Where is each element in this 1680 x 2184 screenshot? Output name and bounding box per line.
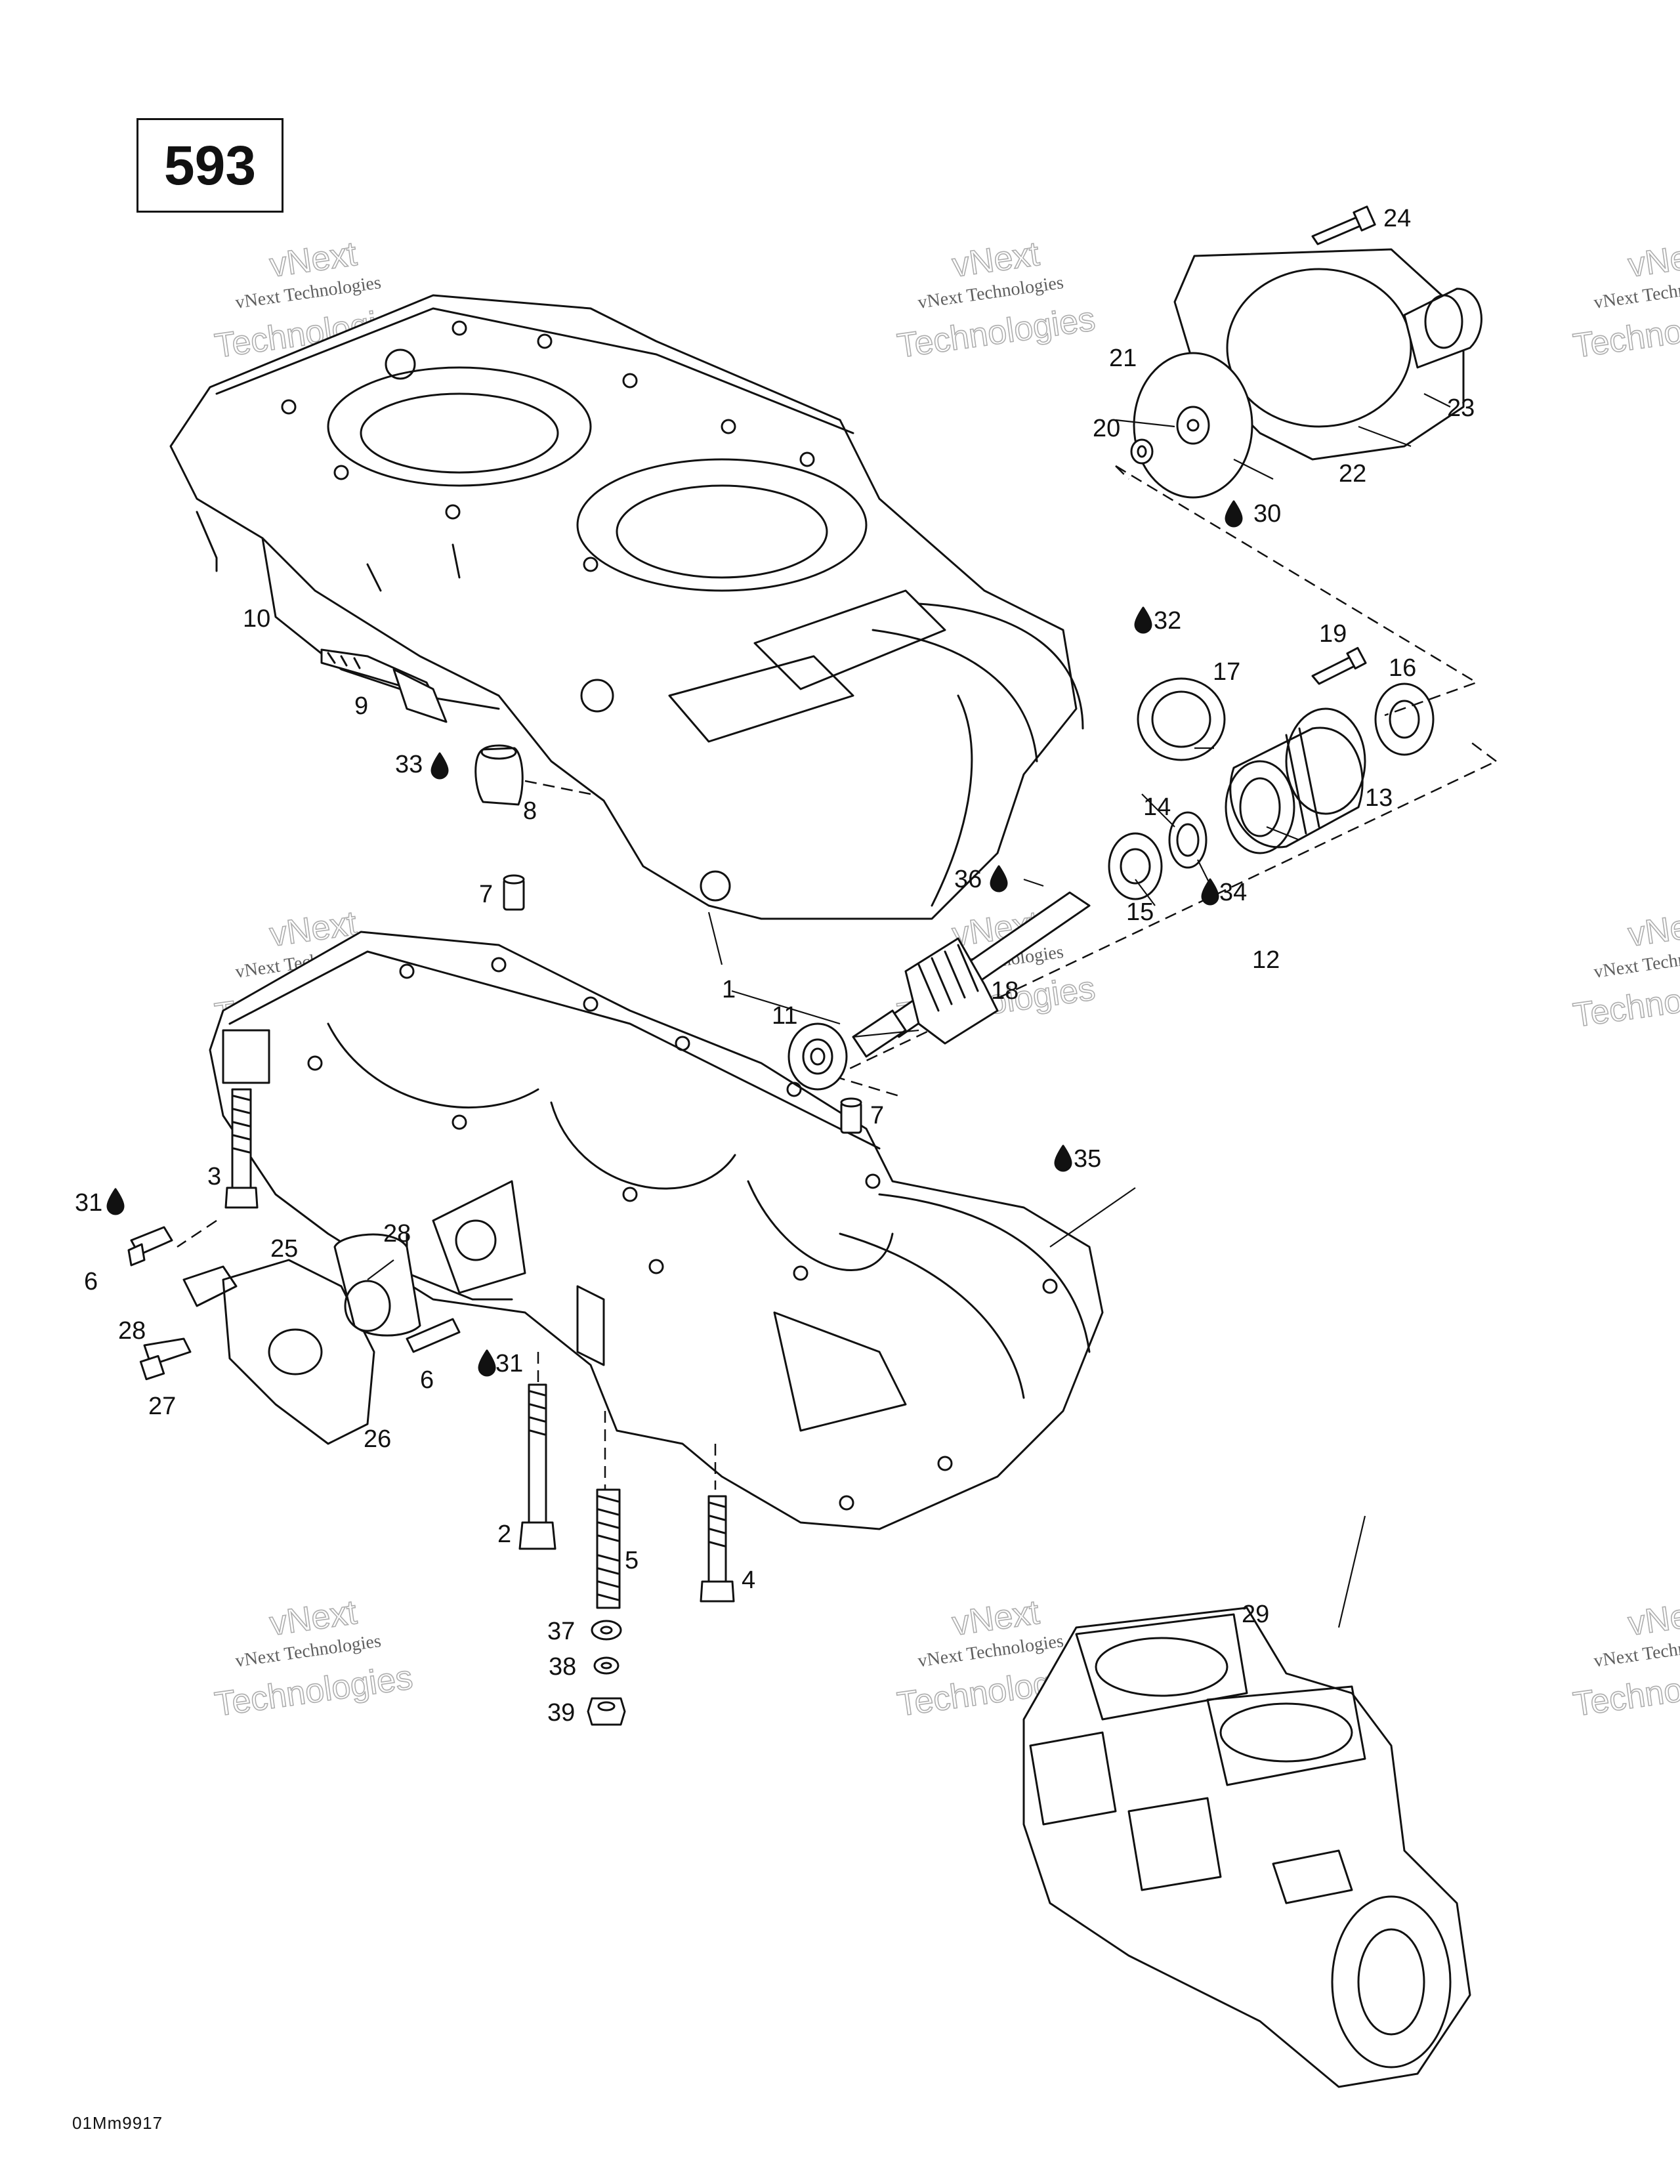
upper-crankcase-drawing xyxy=(169,294,1084,920)
leader-lines xyxy=(367,393,1451,1628)
oil-drop-icon xyxy=(1134,606,1152,634)
oil-pump-assembly xyxy=(139,1233,421,1445)
oil-drop-icon xyxy=(1225,500,1243,528)
seal-16 xyxy=(1374,682,1435,756)
lock-washer-38 xyxy=(593,1656,620,1675)
watermark-technologies: Technologies xyxy=(1571,300,1680,366)
part-label: 6 xyxy=(84,1268,98,1295)
diagram-code-box: 593 xyxy=(136,118,284,213)
part-label: 26 xyxy=(364,1425,391,1453)
engine-assembly-29 xyxy=(1022,1606,1471,2088)
screw-24 xyxy=(1311,205,1376,245)
part-label: 39 xyxy=(547,1699,575,1727)
fitting-6-left xyxy=(127,1226,173,1267)
gear-18 xyxy=(852,891,1091,1058)
part-label: 3 xyxy=(207,1163,221,1190)
part-label: 4 xyxy=(742,1566,755,1594)
seal-8 xyxy=(474,744,591,806)
part-label: 5 xyxy=(625,1547,639,1574)
part-label: 23 xyxy=(1447,394,1475,422)
watermark-vnext: vNext xyxy=(1626,1593,1680,1643)
part-label: 1 xyxy=(722,976,736,1003)
dowel-pin-upper xyxy=(503,874,525,911)
oil-drop-icon xyxy=(478,1349,496,1377)
part-label: 31 xyxy=(75,1189,102,1217)
nut-39 xyxy=(587,1697,626,1726)
part-label: 16 xyxy=(1389,654,1416,682)
oil-drop-icon xyxy=(1054,1144,1072,1172)
part-label: 36 xyxy=(954,866,982,893)
part-label: 33 xyxy=(395,751,423,778)
part-label: 7 xyxy=(479,881,493,908)
part-label: 7 xyxy=(870,1102,884,1129)
water-pump-cover xyxy=(1130,205,1482,499)
part-label: 30 xyxy=(1253,500,1281,528)
fitting-6-right xyxy=(406,1318,461,1353)
washer-37 xyxy=(591,1620,622,1641)
part-label: 18 xyxy=(991,977,1018,1005)
bolt-4 xyxy=(700,1495,735,1603)
screw-19 xyxy=(1311,646,1367,685)
ring-14 xyxy=(1168,811,1208,869)
part-label: 28 xyxy=(118,1317,146,1345)
watermark-technologies: Technologies xyxy=(1571,1658,1680,1724)
washer-20 xyxy=(1130,438,1154,465)
part-label: 22 xyxy=(1339,460,1366,488)
part-label: 12 xyxy=(1252,946,1280,974)
oil-drop-icon xyxy=(1201,878,1219,906)
oil-drop-icon xyxy=(430,752,449,780)
seal-17 xyxy=(1137,677,1226,761)
part-label: 20 xyxy=(1093,415,1120,442)
part-label: 34 xyxy=(1219,879,1247,906)
impeller-21 xyxy=(1133,352,1253,499)
bolt-3 xyxy=(224,1088,259,1209)
stud-5 xyxy=(596,1488,621,1609)
bearing-15 xyxy=(1108,832,1163,900)
housing-13 xyxy=(1225,707,1366,854)
part-label: 9 xyxy=(354,692,368,720)
part-label: 35 xyxy=(1074,1145,1101,1173)
part-label: 13 xyxy=(1365,784,1393,812)
fitting-9 xyxy=(320,648,448,723)
oil-drop-icon xyxy=(990,865,1008,892)
part-labels: 1 2 3 4 5 6 6 7 7 8 9 10 11 12 13 14 15 … xyxy=(75,205,1475,1727)
part-label: 15 xyxy=(1126,898,1154,926)
part-label: 24 xyxy=(1383,205,1411,232)
shaft-assembly xyxy=(788,465,1497,1097)
part-label: 27 xyxy=(148,1393,176,1420)
part-label: 17 xyxy=(1213,658,1240,686)
drawing-id: 01Mm9917 xyxy=(72,2113,163,2133)
part-label: 32 xyxy=(1154,607,1181,635)
part-label: 19 xyxy=(1319,620,1347,648)
part-label: 31 xyxy=(495,1350,523,1377)
part-label: 29 xyxy=(1242,1601,1269,1628)
part-label: 21 xyxy=(1109,345,1137,372)
bolt-2 xyxy=(518,1383,556,1550)
diagram-code: 593 xyxy=(163,134,257,196)
part-label: 37 xyxy=(547,1618,575,1645)
dowel-pin-lower xyxy=(840,1097,862,1134)
part-label: 11 xyxy=(772,1002,797,1030)
part-label: 6 xyxy=(420,1366,434,1394)
part-label: 28 xyxy=(383,1220,411,1248)
lower-crankcase-drawing xyxy=(209,931,1104,1530)
bearing-11 xyxy=(788,1022,848,1091)
part-label: 10 xyxy=(243,605,270,633)
part-label: 38 xyxy=(549,1653,576,1681)
part-label: 25 xyxy=(270,1235,298,1263)
part-label: 8 xyxy=(523,797,537,825)
oil-drop-icon xyxy=(106,1188,125,1215)
part-label: 14 xyxy=(1143,793,1171,821)
watermark-technologies: Technologies xyxy=(1571,969,1680,1035)
watermark-vnext: vNext xyxy=(1626,904,1680,954)
watermark-vnext: vNext xyxy=(1626,235,1680,285)
part-label: 2 xyxy=(497,1521,511,1548)
lubricant-icons xyxy=(106,500,1243,1377)
